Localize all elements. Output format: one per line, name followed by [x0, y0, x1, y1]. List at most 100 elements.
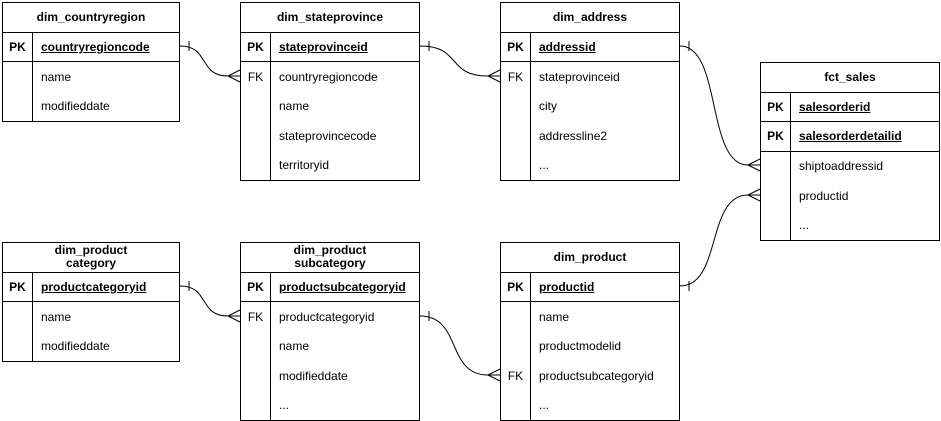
entity-title-line: subcategory: [294, 256, 366, 271]
field-row: addressline2: [501, 121, 679, 151]
field-name: shiptoaddressid: [799, 159, 884, 174]
field-name: countryregioncode: [279, 69, 378, 84]
key-label: [501, 121, 531, 151]
field-name: ...: [539, 398, 550, 413]
field-row: PK addressid: [501, 32, 679, 62]
crow-foot-many: [227, 69, 241, 77]
field-row: productid: [761, 181, 939, 211]
field-name: name: [279, 99, 310, 114]
relationship-dim_product-fct_sales[interactable]: [679, 188, 761, 291]
key-label: [3, 331, 33, 361]
key-label: [501, 91, 531, 121]
field-name: name: [41, 69, 72, 84]
field-name: stateprovinceid: [279, 39, 368, 54]
field-name: name: [41, 309, 72, 324]
key-label: PK: [761, 92, 791, 121]
entity-title-line: dim_stateprovince: [276, 9, 384, 24]
relationship-dim_product_subcategory-dim_product[interactable]: [419, 311, 501, 382]
entity-title: dim_countryregion: [3, 3, 179, 33]
crow-foot-many: [227, 75, 241, 83]
entity-title-line: dim_countryregion: [36, 9, 146, 24]
field-row: name: [3, 302, 179, 332]
key-label: PK: [3, 272, 33, 301]
key-label: [3, 91, 33, 121]
field-name: ...: [539, 158, 550, 173]
edge-path: [679, 194, 749, 287]
edge-path: [679, 45, 749, 166]
field-row: name: [501, 302, 679, 332]
key-label: [241, 91, 271, 121]
key-label: PK: [241, 32, 271, 61]
entity-title-line: dim_product: [553, 249, 627, 264]
key-label: [241, 331, 271, 361]
key-label: [501, 302, 531, 332]
key-label: PK: [501, 32, 531, 61]
field-name: modifieddate: [279, 368, 348, 383]
key-label: FK: [501, 361, 531, 391]
field-name: productmodelid: [539, 339, 622, 354]
key-label: [241, 121, 271, 151]
field-row: modifieddate: [3, 331, 179, 361]
field-name: ...: [279, 398, 290, 413]
key-label: [3, 302, 33, 332]
field-name: name: [279, 339, 310, 354]
field-row: FK productcategoryid: [241, 302, 419, 332]
field-row: stateprovincecode: [241, 121, 419, 151]
field-row: city: [501, 91, 679, 121]
field-row: PK salesorderid: [761, 92, 939, 122]
entity-title-line: dim_product: [54, 243, 128, 258]
field-row: name: [3, 62, 179, 92]
field-name: ...: [799, 218, 810, 233]
edge-path: [419, 315, 489, 376]
entity-title: dim_product: [501, 243, 679, 273]
key-label: [761, 210, 791, 240]
key-label: FK: [241, 302, 271, 332]
relationship-dim_product_category-dim_product_subcategory[interactable]: [179, 281, 241, 323]
field-row: productmodelid: [501, 331, 679, 361]
field-row: FK countryregioncode: [241, 62, 419, 92]
field-row: shiptoaddressid: [761, 151, 939, 181]
field-row: name: [241, 331, 419, 361]
field-name: addressid: [539, 39, 596, 54]
crow-foot-many: [487, 69, 501, 77]
field-name: salesorderid: [799, 99, 871, 114]
key-label: [761, 181, 791, 211]
edge-path: [179, 285, 229, 317]
key-label: [761, 151, 791, 181]
key-label: PK: [241, 272, 271, 301]
key-label: PK: [3, 32, 33, 61]
key-label: [3, 62, 33, 92]
key-label: FK: [241, 62, 271, 92]
entity-title: dim_stateprovince: [241, 3, 419, 33]
field-name: modifieddate: [41, 99, 110, 114]
field-row: ...: [761, 210, 939, 240]
field-row: territoryid: [241, 150, 419, 180]
relationship-dim_countryregion-dim_stateprovince[interactable]: [179, 41, 241, 83]
field-row: modifieddate: [241, 361, 419, 391]
key-label: [241, 150, 271, 180]
field-name: territoryid: [279, 158, 330, 173]
field-name: addressline2: [539, 128, 608, 143]
field-row: PK stateprovinceid: [241, 32, 419, 62]
field-name: productcategoryid: [279, 309, 375, 324]
key-label: [501, 150, 531, 180]
relationship-dim_stateprovince-dim_address[interactable]: [419, 41, 501, 83]
field-row: ...: [501, 390, 679, 420]
entity-title: fct_sales: [761, 63, 939, 93]
field-row: ...: [501, 150, 679, 180]
relationship-dim_address-fct_sales[interactable]: [679, 41, 761, 172]
